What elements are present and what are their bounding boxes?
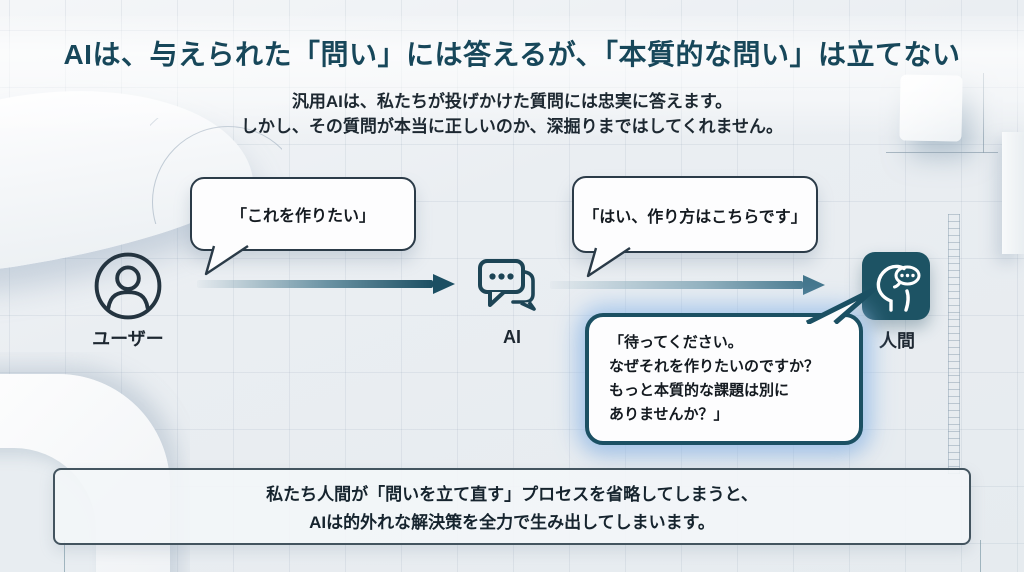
- head-speech-icon: [862, 252, 930, 320]
- blueprint-edge-right: [980, 540, 981, 572]
- speech-bubble-tail: [805, 287, 876, 324]
- speech-bubble-tail: [204, 245, 249, 276]
- footer-line-2: AIは的外れな解決策を全力で生み出してしまいます。: [309, 513, 715, 532]
- speech-bubble-user-request: 「これを作りたい」: [190, 177, 416, 276]
- subtitle-line-2: しかし、その質問が本当に正しいのか、深掘りまではしてくれません。: [240, 117, 784, 136]
- footer-callout: 私たち人間が「問いを立て直す」プロセスを省略してしまうと、 AIは的外れな解決策…: [53, 468, 971, 545]
- subtitle-line-1: 汎用AIは、私たちが投げかけた質問には忠実に答えます。: [291, 92, 733, 111]
- speech-bubble-ai-answer: 「はい、作り方はこちらです」: [572, 176, 818, 278]
- blueprint-edge-left: [64, 540, 65, 572]
- background-decoration-ladder: [948, 214, 960, 474]
- arrow-ai-to-human: [550, 275, 825, 295]
- title-highlight-band: [0, 16, 1024, 138]
- speech-bubble-user-request-text: 「これを作りたい」: [230, 208, 375, 225]
- chat-bubbles-icon: [478, 259, 536, 311]
- page-title: AIは、与えられた「問い」には答えるが、「本質的な問い」は立てない: [63, 39, 961, 70]
- arrow-user-to-ai: [197, 274, 455, 294]
- speech-bubble-tail: [586, 247, 631, 278]
- background-decoration-paper: [1002, 132, 1024, 254]
- footer-line-1: 私たち人間が「問いを立て直す」プロセスを省略してしまうと、: [266, 485, 758, 504]
- speech-bubble-human-question: 「待ってください。 なぜそれを作りたいのですか？ もっと本質的な課題は別に あり…: [585, 287, 876, 445]
- speech-bubble-human-question-text: 「待ってください。 なぜそれを作りたいのですか？ もっと本質的な課題は別に あり…: [609, 334, 820, 423]
- user-circle-icon: [94, 252, 162, 320]
- human-label: 人間: [879, 331, 915, 351]
- ai-label: AI: [503, 327, 521, 347]
- speech-bubble-ai-answer-text: 「はい、作り方はこちらです」: [583, 208, 807, 226]
- user-label: ユーザー: [92, 329, 164, 349]
- blueprint-line-horizontal: [886, 152, 998, 153]
